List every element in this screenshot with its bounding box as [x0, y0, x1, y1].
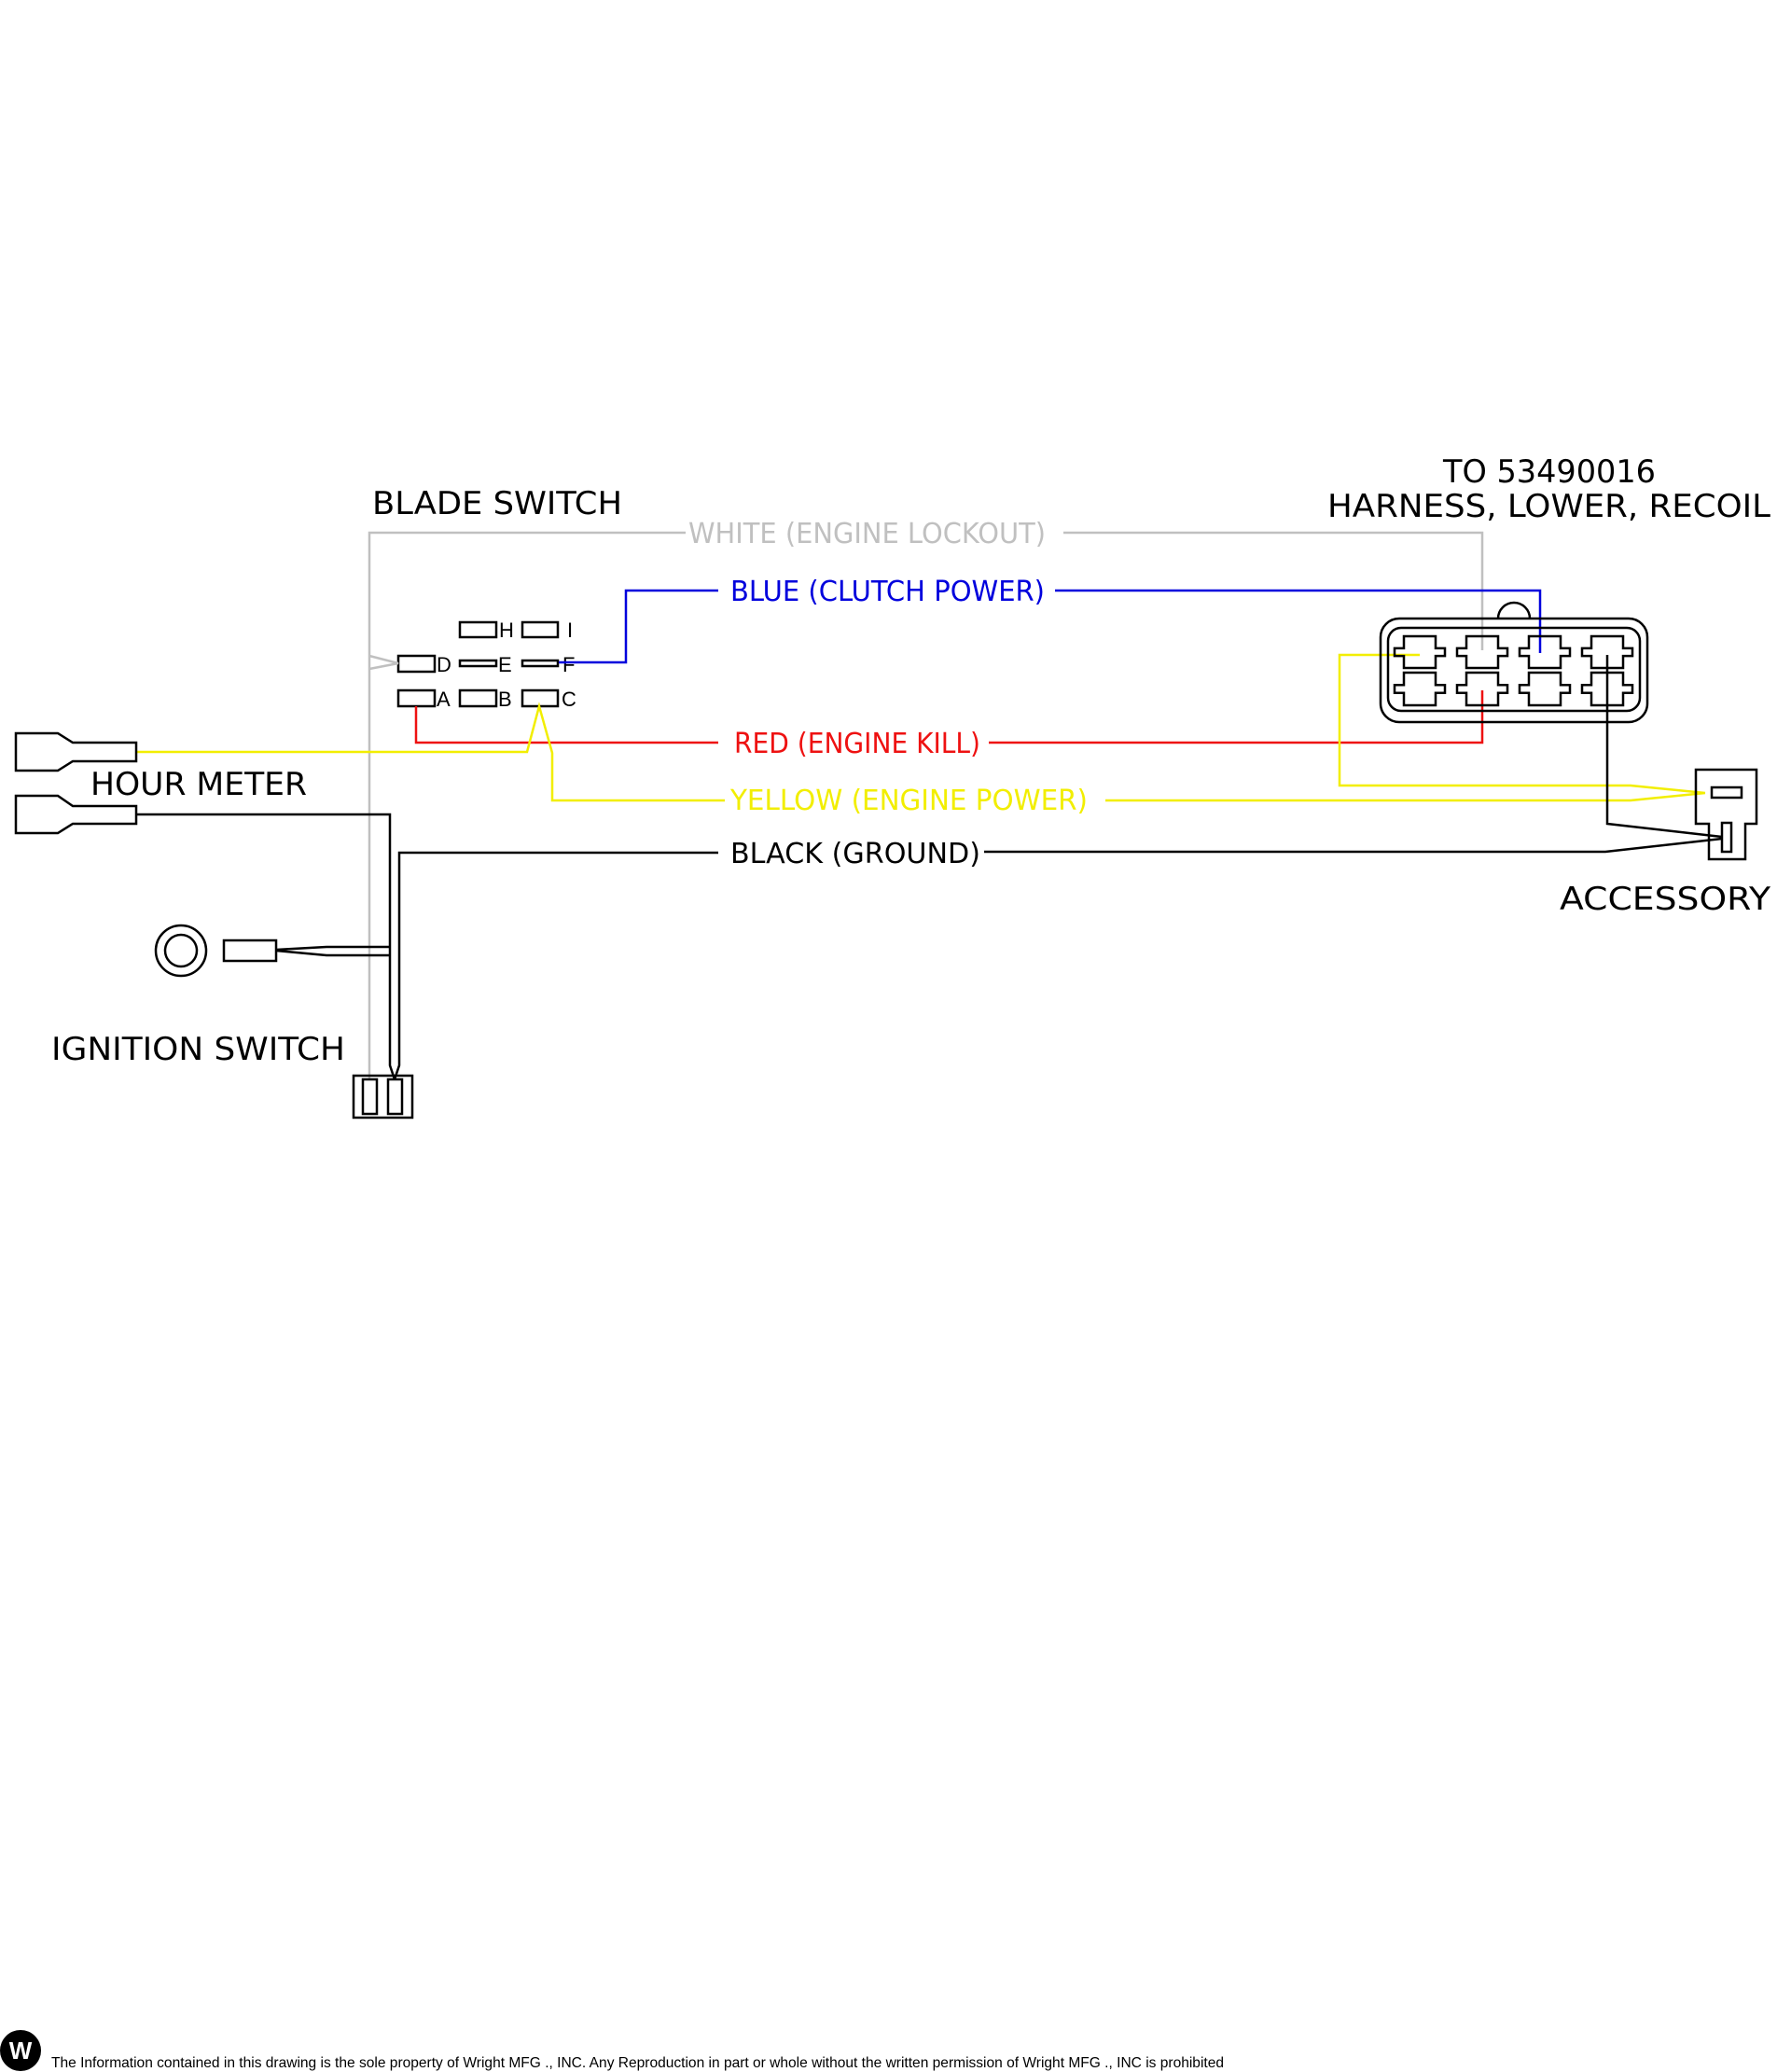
ignition-switch-label: IGNITION SWITCH: [51, 1031, 345, 1068]
pin-label-c: C: [562, 688, 576, 711]
connector-cavity: [1455, 634, 1509, 670]
copyright-notice: The Information contained in this drawin…: [51, 2055, 1224, 2071]
pin-label-h: H: [499, 619, 514, 642]
connector-cavity: [1393, 634, 1447, 670]
connector-cavity: [1518, 634, 1572, 670]
white-wire-label: WHITE (ENGINE LOCKOUT): [688, 518, 1046, 550]
blue-wire: BLUE (CLUTCH POWER): [559, 576, 1542, 664]
pin-c: [521, 688, 560, 708]
black-wire-label: BLACK (GROUND): [730, 838, 980, 870]
hour-meter-label: HOUR METER: [90, 766, 307, 803]
pin-label-b: B: [498, 688, 512, 711]
ring-terminal: [154, 924, 278, 978]
wright-logo: W: [0, 2030, 41, 2071]
red-wire: RED (ENGINE KILL): [414, 690, 1484, 760]
pin-e: [458, 659, 498, 668]
pin-f: [521, 659, 560, 668]
blue-wire-label: BLUE (CLUTCH POWER): [730, 576, 1045, 608]
connector-cavity: [1393, 671, 1447, 707]
white-wire: WHITE (ENGINE LOCKOUT): [368, 518, 1484, 1079]
pin-label-f: F: [562, 653, 575, 676]
yellow-wire-label: YELLOW (ENGINE POWER): [729, 785, 1088, 817]
harness-label-line2: HARNESS, LOWER, RECOIL: [1327, 488, 1770, 525]
black-wire: BLACK (GROUND): [136, 655, 1723, 1080]
pin-label-i: I: [567, 619, 573, 642]
pin-i: [521, 620, 560, 639]
connector-cavity: [1580, 671, 1634, 707]
pin-a: [396, 688, 437, 708]
hour-meter-terminal-1: [14, 731, 138, 772]
pin-label-e: E: [498, 653, 512, 676]
logo-letter: W: [9, 2037, 33, 2065]
ignition-switch-connector: [352, 1074, 414, 1119]
hour-meter-terminal-2: [14, 794, 138, 835]
pin-label-d: D: [437, 653, 451, 676]
red-wire-label: RED (ENGINE KILL): [734, 728, 980, 760]
pin-b: [458, 688, 498, 708]
blade-switch: H I D E F A B C: [396, 619, 576, 711]
pin-d: [396, 654, 437, 674]
connector-cavity: [1518, 671, 1572, 707]
harness-connector: [1379, 601, 1649, 724]
pin-h: [458, 620, 498, 639]
accessory-label: ACCESSORY: [1560, 881, 1770, 918]
blade-switch-label: BLADE SWITCH: [372, 485, 622, 522]
yellow-wire: YELLOW (ENGINE POWER): [136, 653, 1706, 817]
connector-cavity: [1580, 634, 1634, 670]
harness-label-line1: TO 53490016: [1442, 453, 1656, 491]
pin-label-a: A: [437, 688, 451, 711]
connector-cavity: [1455, 671, 1509, 707]
accessory-connector: [1694, 768, 1758, 861]
